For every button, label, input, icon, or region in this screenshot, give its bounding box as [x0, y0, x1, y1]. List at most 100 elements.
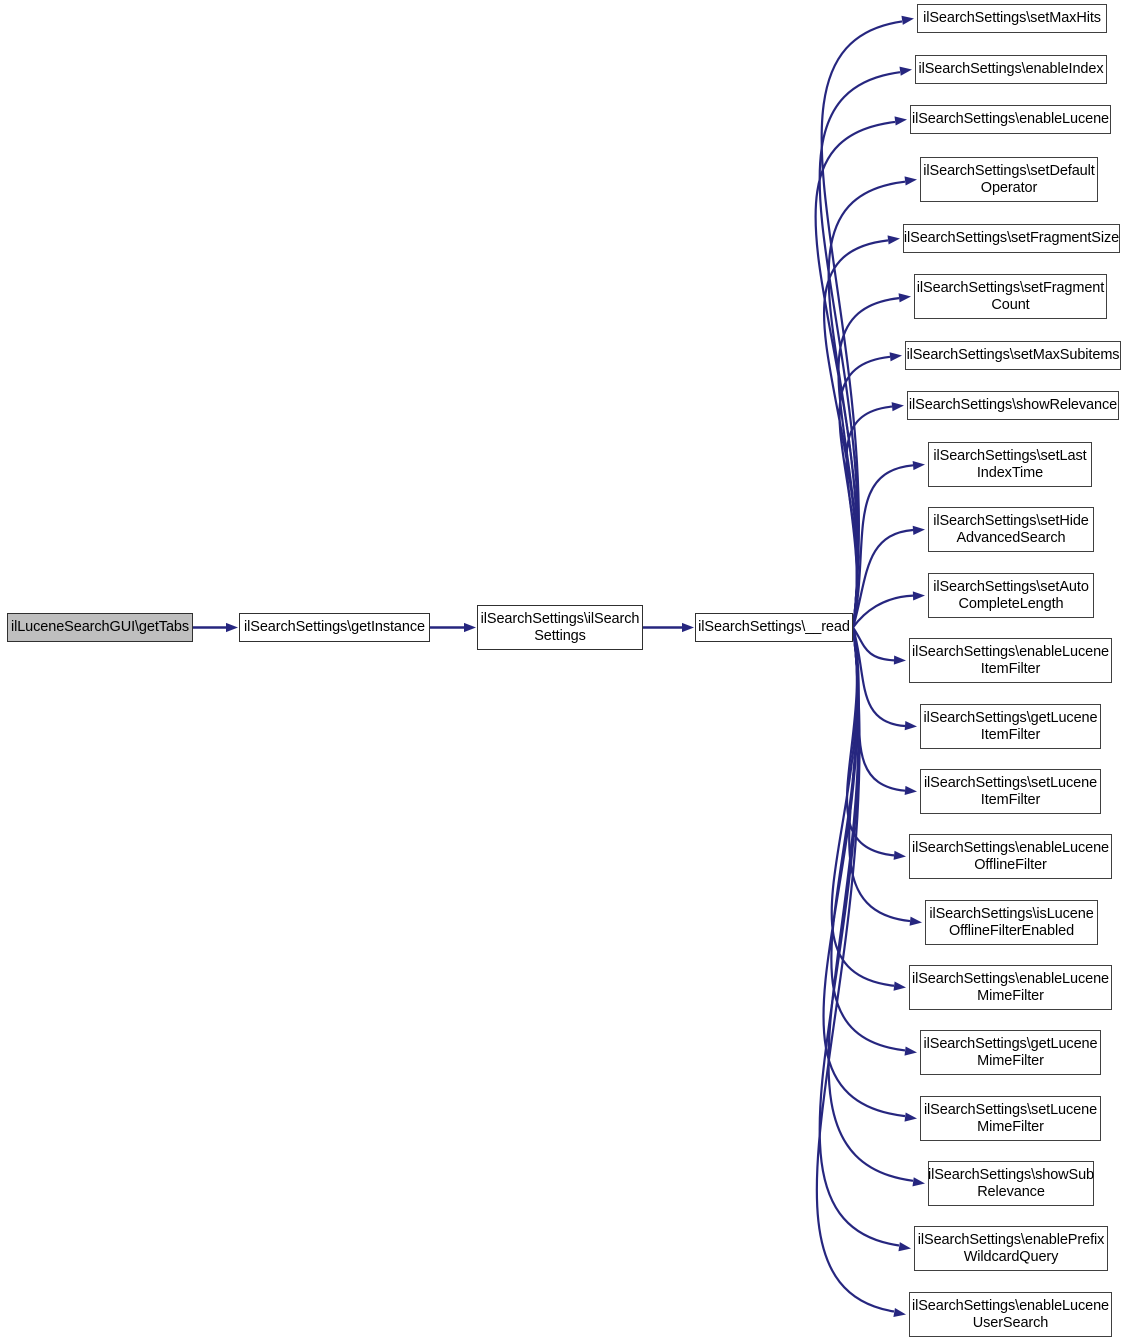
edge-arrowhead [893, 981, 906, 991]
edge-n3-to-t22 [815, 627, 906, 1318]
edge-n3-to-t1 [820, 15, 914, 628]
edge-n3-to-t19 [822, 627, 917, 1122]
graph-node-t15[interactable]: ilSearchSettings\enableLucene OfflineFil… [909, 834, 1112, 879]
graph-node-n3[interactable]: ilSearchSettings\__read [695, 613, 853, 642]
graph-node-t7[interactable]: ilSearchSettings\setMaxSubitems [905, 341, 1121, 370]
graph-node-label: ilSearchSettings\setHide AdvancedSearch [933, 512, 1089, 546]
edge-arrowhead [899, 66, 912, 76]
edge-arrowhead [904, 176, 917, 186]
edge-arrowhead [464, 622, 476, 633]
graph-node-t18[interactable]: ilSearchSettings\getLucene MimeFilter [920, 1030, 1101, 1075]
edge-arrowhead [887, 235, 900, 245]
edge-curve [852, 626, 895, 662]
graph-node-t10[interactable]: ilSearchSettings\setHide AdvancedSearch [928, 507, 1094, 552]
edge-n3-to-t20 [827, 627, 925, 1187]
graph-node-t22[interactable]: ilSearchSettings\enableLucene UserSearch [909, 1292, 1112, 1337]
edge-curve [851, 627, 906, 792]
edge-arrowhead [904, 785, 917, 795]
edge-n3-to-t2 [818, 66, 912, 628]
edge-n3-to-t10 [851, 525, 925, 628]
edge-curve [851, 528, 914, 628]
edge-curve [845, 405, 893, 628]
graph-node-t2[interactable]: ilSearchSettings\enableIndex [915, 55, 1107, 84]
graph-node-t20[interactable]: ilSearchSettings\showSub Relevance [928, 1161, 1094, 1206]
graph-node-label: ilSearchSettings\setMaxHits [923, 10, 1101, 26]
graph-node-t5[interactable]: ilSearchSettings\setFragmentSize [903, 224, 1120, 253]
edge-arrowhead [909, 916, 922, 926]
graph-node-t14[interactable]: ilSearchSettings\setLucene ItemFilter [920, 769, 1101, 814]
graph-node-label: ilSearchSettings\setLast IndexTime [933, 447, 1087, 481]
edge-n3-to-t5 [823, 235, 900, 628]
edge-arrowhead [894, 116, 907, 126]
edge-curve [852, 594, 914, 629]
graph-node-t19[interactable]: ilSearchSettings\setLucene MimeFilter [920, 1096, 1101, 1141]
graph-node-t6[interactable]: ilSearchSettings\setFragment Count [914, 274, 1107, 319]
graph-node-t12[interactable]: ilSearchSettings\enableLucene ItemFilter [909, 638, 1112, 683]
graph-node-label: ilSearchSettings\enableLucene [911, 111, 1110, 127]
graph-node-label: ilSearchSettings\getInstance [244, 619, 425, 635]
graph-node-label: ilSearchSettings\enableLucene UserSearch [911, 1297, 1110, 1331]
edge-curve [822, 627, 906, 1118]
graph-node-label: ilLuceneSearchGUI\getTabs [10, 619, 190, 635]
graph-node-label: ilSearchSettings\showRelevance [908, 397, 1118, 413]
edge-n3-to-t12 [852, 626, 906, 665]
edge-arrowhead [893, 655, 906, 665]
edge-arrowhead [904, 1112, 917, 1122]
graph-node-label: ilSearchSettings\setAuto CompleteLength [933, 578, 1089, 612]
graph-node-label: ilSearchSettings\getLucene MimeFilter [923, 1035, 1098, 1069]
edge-curve [815, 627, 895, 1313]
edge-arrowhead [912, 525, 925, 535]
graph-node-label: ilSearchSettings\__read [698, 619, 850, 635]
graph-node-t8[interactable]: ilSearchSettings\showRelevance [907, 391, 1119, 420]
graph-node-n1[interactable]: ilSearchSettings\getInstance [239, 613, 430, 642]
edge-arrowhead [893, 850, 906, 860]
edge-n3-to-t18 [830, 627, 917, 1056]
edge-arrowhead [912, 1177, 925, 1187]
edge-arrowhead [912, 461, 925, 471]
edge-arrowhead [901, 15, 914, 25]
graph-node-t4[interactable]: ilSearchSettings\setDefault Operator [920, 157, 1098, 202]
edge-n1-to-n2 [430, 622, 476, 633]
graph-node-label: ilSearchSettings\showSub Relevance [927, 1166, 1095, 1200]
edge-arrowhead [682, 622, 694, 633]
edge-n3-to-t11 [852, 591, 925, 629]
edge-curve [830, 627, 906, 1052]
graph-node-label: ilSearchSettings\isLucene OfflineFilterE… [929, 905, 1094, 939]
graph-node-t21[interactable]: ilSearchSettings\enablePrefix WildcardQu… [914, 1226, 1108, 1271]
edge-curve [820, 20, 903, 628]
edge-curve [827, 627, 914, 1182]
edge-arrowhead [898, 1242, 911, 1252]
graph-node-t16[interactable]: ilSearchSettings\isLucene OfflineFilterE… [925, 900, 1098, 945]
graph-node-label: ilSearchSettings\enableIndex [918, 61, 1104, 77]
edge-n3-to-t8 [845, 402, 904, 628]
graph-node-label: ilSearchSettings\setFragment Count [916, 279, 1105, 313]
edge-arrowhead [893, 1307, 906, 1318]
graph-node-label: ilSearchSettings\enableLucene ItemFilter [911, 643, 1110, 677]
graph-node-label: ilSearchSettings\ilSearch Settings [480, 610, 640, 644]
graph-node-label: ilSearchSettings\enableLucene MimeFilter [911, 970, 1110, 1004]
graph-node-label: ilSearchSettings\setMaxSubitems [906, 347, 1120, 363]
graph-node-label: ilSearchSettings\enablePrefix WildcardQu… [917, 1231, 1105, 1265]
edge-arrowhead [898, 293, 911, 303]
edge-arrowhead [904, 1046, 917, 1056]
edge-curve [818, 71, 901, 628]
graph-node-t11[interactable]: ilSearchSettings\setAuto CompleteLength [928, 573, 1094, 618]
graph-node-t9[interactable]: ilSearchSettings\setLast IndexTime [928, 442, 1092, 487]
graph-node-label: ilSearchSettings\setLucene ItemFilter [923, 774, 1098, 808]
edge-n3-to-t9 [851, 461, 925, 628]
edge-n3-to-t6 [837, 293, 911, 628]
graph-node-t1[interactable]: ilSearchSettings\setMaxHits [917, 4, 1107, 33]
graph-node-t13[interactable]: ilSearchSettings\getLucene ItemFilter [920, 704, 1101, 749]
edge-n3-to-t17 [830, 627, 906, 991]
graph-node-label: ilSearchSettings\enableLucene OfflineFil… [911, 839, 1110, 873]
edge-arrowhead [889, 352, 902, 362]
graph-node-n2[interactable]: ilSearchSettings\ilSearch Settings [477, 605, 643, 650]
edge-curve [851, 464, 914, 628]
graph-node-n0[interactable]: ilLuceneSearchGUI\getTabs [7, 613, 193, 642]
edge-arrowhead [904, 721, 917, 731]
graph-node-t3[interactable]: ilSearchSettings\enableLucene [910, 105, 1111, 134]
edge-n0-to-n1 [193, 622, 238, 633]
graph-node-t17[interactable]: ilSearchSettings\enableLucene MimeFilter [909, 965, 1112, 1010]
